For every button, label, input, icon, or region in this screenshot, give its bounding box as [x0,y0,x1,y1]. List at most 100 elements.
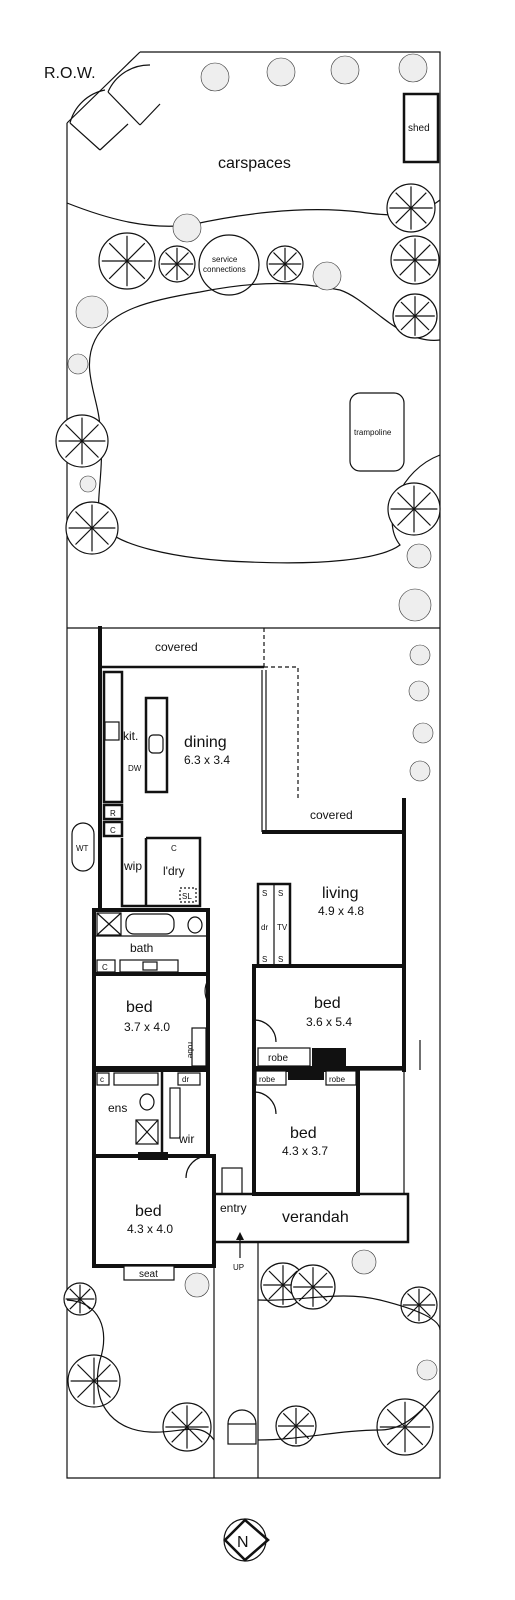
service-label-1: service [212,255,238,264]
entry-label: entry [220,1201,247,1215]
row-label: R.O.W. [44,65,96,82]
north-arrow-icon: N [223,1518,270,1562]
shrub-icon [416,1359,438,1381]
s3: S [262,955,267,964]
rear-gates [69,64,161,151]
tree-icon [158,245,196,283]
dr-wir-label: dr [182,1075,189,1084]
driveway-edge [66,199,441,227]
tree-icon [67,1354,121,1408]
up-arrow-head [236,1232,244,1240]
row-boundary [66,51,141,124]
verandah-label: verandah [282,1209,349,1226]
tree-icon [65,501,119,555]
ens-label: ens [108,1101,127,1115]
bed1-size: 3.7 x 4.0 [124,1020,170,1034]
c-kitchen-label: C [110,826,116,835]
wip-label: wip [123,859,142,873]
robe4 [325,1070,357,1086]
wir-shelf [169,1087,181,1139]
shrub-icon [79,475,97,493]
bed3-door [253,1091,277,1115]
front-lawn-right [257,1295,441,1441]
shrub-icon [67,353,89,375]
dr-living: dr [261,923,268,932]
dr-wir [177,1072,201,1086]
tree-icon [400,1286,438,1324]
fridge-space [102,803,124,821]
shrub-icon [409,644,431,666]
shrubs [67,53,438,1381]
front-lawn-left [66,1299,215,1441]
window-seat [123,1265,175,1281]
bed3-name: bed [290,1125,317,1142]
up-label: UP [233,1263,244,1272]
robe4-label: robe [329,1075,346,1084]
ens-toilet [139,1093,155,1111]
dw-label: DW [128,764,142,773]
shrub-icon [409,760,431,782]
carspaces-label: carspaces [218,155,291,172]
tree-icon [63,1282,97,1316]
service-connections [198,234,260,296]
sink-icon [148,734,164,754]
tree-icon [392,293,438,339]
tree-icon [290,1264,336,1310]
s4: S [278,955,283,964]
column-2 [288,1070,324,1080]
tree-icon [387,482,441,536]
shrub-icon [330,55,360,85]
tree-icon [386,183,436,233]
living-name: living [322,885,358,902]
shrub-icon [351,1249,377,1275]
shrub-icon [266,57,296,87]
shrub-icon [172,213,202,243]
laundry-label: l'dry [163,864,185,878]
covered-dash-2 [264,666,299,800]
kitchen-bench-back [102,670,124,804]
ens-vanity [113,1072,159,1086]
wt-label: WT [76,844,89,853]
bed2-size: 3.6 x 5.4 [306,1015,352,1029]
bed2-door [253,1019,277,1043]
robe3 [255,1070,287,1086]
shed [402,92,440,164]
covered-top-label: covered [155,640,198,654]
robe2-label: robe [268,1053,288,1064]
robe1-label: robe [186,1042,195,1059]
dining-name: dining [184,734,227,751]
toilet-icon [187,916,203,934]
shrub-icon [408,680,430,702]
trampoline-label: trampoline [354,428,392,437]
c-ens-label: c [100,1075,104,1084]
living-size: 4.9 x 4.8 [318,904,364,918]
shrub-icon [200,62,230,92]
s1: S [262,889,267,898]
robe1 [191,1027,207,1067]
column [312,1048,346,1068]
kitchen-label: kit. [123,729,138,743]
entry-door [221,1167,243,1195]
trampoline [349,392,405,472]
r-label: R [110,809,116,818]
tree-icon [275,1405,317,1447]
seat-label: seat [139,1269,158,1280]
tree-icon [266,245,304,283]
kitchen-island [144,696,169,794]
shrub-icon [412,722,434,744]
front-gate-arc [227,1409,257,1425]
service-label-2: connections [203,265,246,274]
bed3-size: 4.3 x 3.7 [282,1144,328,1158]
c-ens [96,1072,110,1086]
shrub-icon [398,588,432,622]
sink-laundry [179,887,197,903]
tree-icon [162,1402,212,1452]
site-boundary [66,51,441,1479]
cooktop [104,721,120,741]
wir-door [185,1155,209,1179]
wip-laundry-walls [120,836,202,908]
bathtub-icon [125,913,175,935]
shrub-icon [398,53,428,83]
tv-label: TV [277,923,288,932]
water-tank [71,822,95,872]
